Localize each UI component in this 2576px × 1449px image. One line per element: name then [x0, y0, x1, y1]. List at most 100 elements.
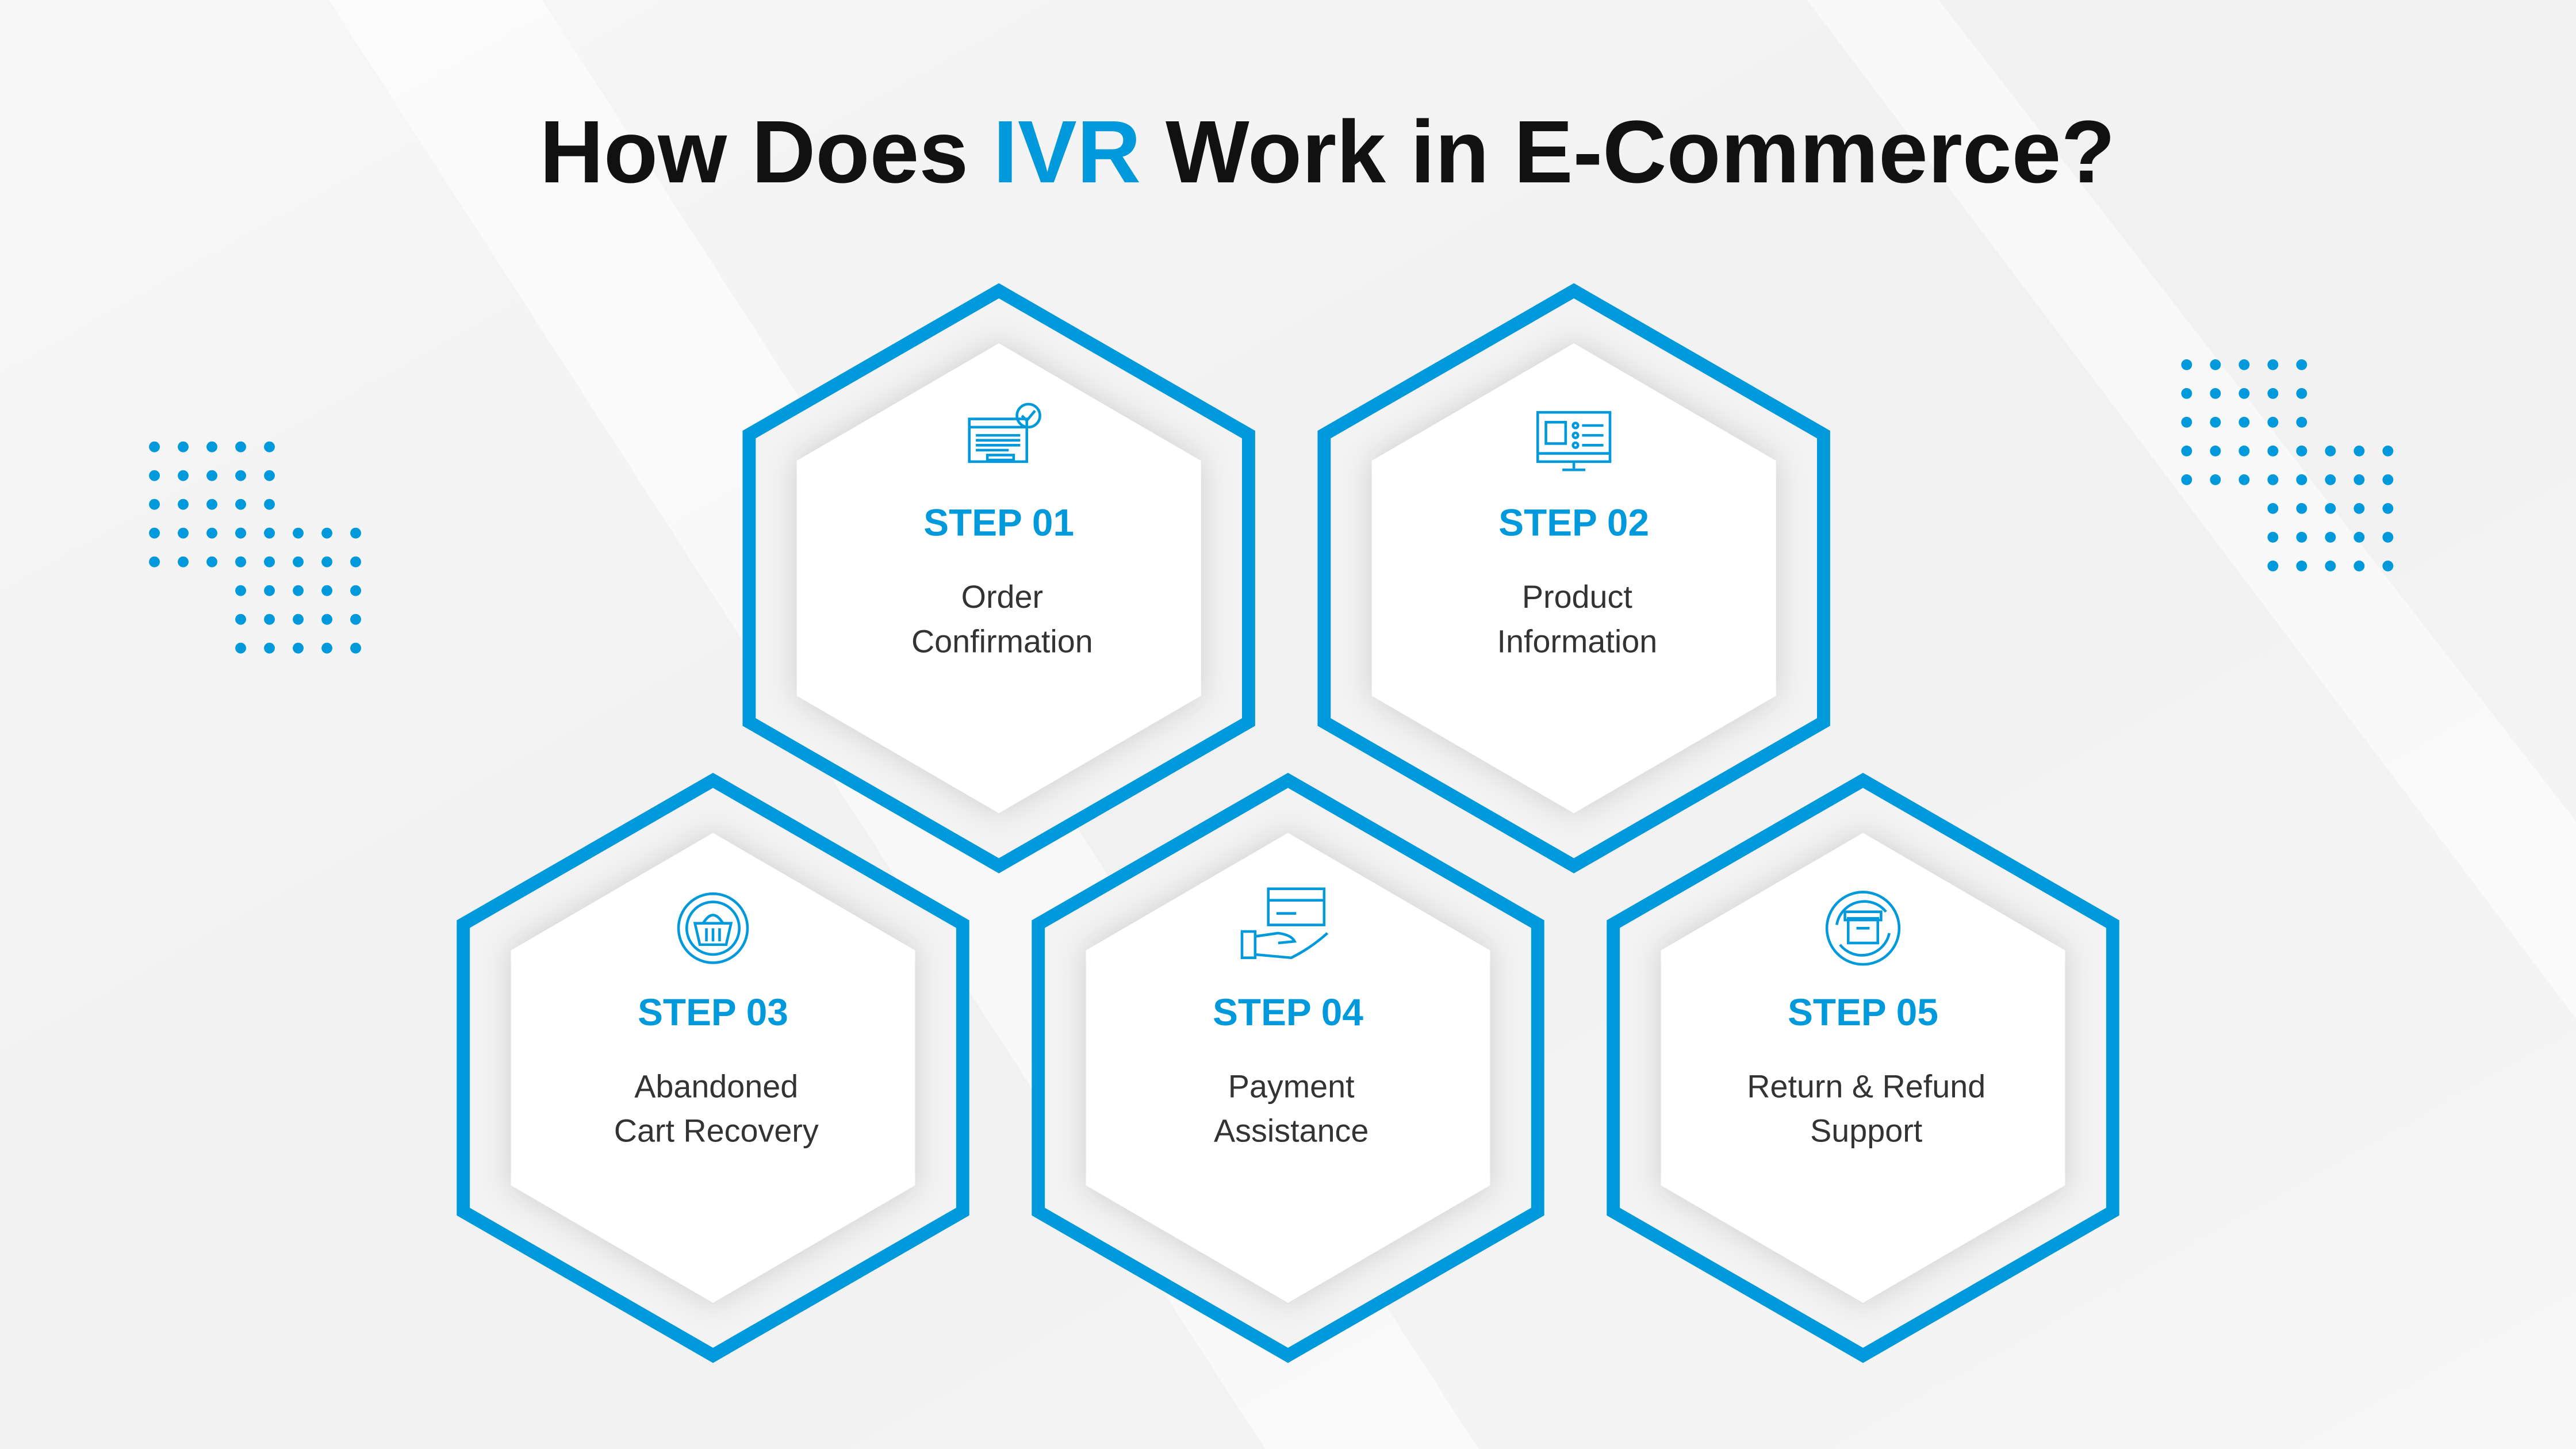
dot — [264, 441, 275, 453]
dot — [178, 441, 189, 453]
dot — [264, 527, 275, 539]
dot — [2353, 531, 2365, 543]
dot — [2353, 503, 2365, 514]
dot-pattern-left — [149, 441, 361, 654]
dot — [321, 527, 332, 539]
dot — [350, 642, 361, 654]
dot — [149, 556, 160, 568]
dot — [2267, 531, 2279, 543]
dot — [235, 556, 246, 568]
dot — [2353, 474, 2365, 485]
step-label: STEP 02 — [1498, 501, 1649, 543]
dot — [2382, 560, 2394, 572]
step-label: STEP 03 — [638, 991, 788, 1033]
dot — [2382, 474, 2394, 485]
dot — [2181, 359, 2192, 370]
return-box-icon — [1825, 891, 1901, 966]
dot — [2296, 416, 2307, 428]
dot — [264, 470, 275, 481]
dot — [2210, 445, 2221, 457]
dot — [293, 614, 304, 625]
dot — [321, 585, 332, 596]
dot — [2382, 445, 2394, 457]
dot — [264, 614, 275, 625]
dot — [2267, 359, 2279, 370]
hexagon-inner-panel — [1086, 833, 1490, 1303]
dot — [350, 585, 361, 596]
dot — [2382, 503, 2394, 514]
dot — [178, 556, 189, 568]
payment-hand-card-icon — [1240, 887, 1329, 960]
dot — [2353, 560, 2365, 572]
dot — [2210, 474, 2221, 485]
dot — [2238, 388, 2250, 399]
dot — [235, 499, 246, 510]
dot — [293, 585, 304, 596]
dot — [178, 527, 189, 539]
dot — [2296, 388, 2307, 399]
dot — [2267, 503, 2279, 514]
dot — [2296, 359, 2307, 370]
dot — [2325, 445, 2336, 457]
dot — [321, 556, 332, 568]
dot — [2181, 445, 2192, 457]
dot — [264, 499, 275, 510]
dot — [149, 470, 160, 481]
step-label: STEP 04 — [1213, 991, 1363, 1033]
dot — [2382, 531, 2394, 543]
dot — [2296, 445, 2307, 457]
dot — [206, 470, 217, 481]
dot — [2325, 560, 2336, 572]
dot — [2238, 359, 2250, 370]
dot — [235, 585, 246, 596]
page-title: How Does IVR Work in E-Commerce? — [539, 102, 2115, 201]
order-confirmation-icon — [968, 402, 1041, 463]
hexagon-inner-panel — [1371, 343, 1776, 814]
dot — [2267, 416, 2279, 428]
dot — [178, 499, 189, 510]
dot — [2296, 474, 2307, 485]
dot — [2296, 531, 2307, 543]
step-description-line1: Payment — [1228, 1069, 1355, 1105]
dot — [2267, 560, 2279, 572]
dot — [2181, 388, 2192, 399]
hexagon-inner-panel — [796, 343, 1201, 814]
dot — [2210, 416, 2221, 428]
dot — [2267, 445, 2279, 457]
dot — [235, 642, 246, 654]
dot — [2353, 445, 2365, 457]
dot — [2267, 474, 2279, 485]
dot — [149, 441, 160, 453]
dot — [2325, 503, 2336, 514]
dot — [206, 441, 217, 453]
dot — [2238, 416, 2250, 428]
step-description-line2: Information — [1497, 623, 1658, 659]
dot — [206, 556, 217, 568]
dot — [2238, 474, 2250, 485]
dot — [2181, 416, 2192, 428]
dot — [235, 614, 246, 625]
dot — [206, 527, 217, 539]
dot — [235, 527, 246, 539]
dot — [2238, 445, 2250, 457]
dot — [2181, 474, 2192, 485]
step-description-line2: Support — [1810, 1113, 1923, 1149]
step-label: STEP 01 — [923, 501, 1074, 543]
dot — [178, 470, 189, 481]
dot — [2210, 359, 2221, 370]
step-description-line2: Assistance — [1214, 1113, 1368, 1149]
dot — [293, 556, 304, 568]
dot — [2210, 388, 2221, 399]
dot — [264, 585, 275, 596]
dot — [235, 470, 246, 481]
dot — [206, 499, 217, 510]
product-monitor-icon — [1536, 411, 1612, 471]
step-description-line2: Cart Recovery — [614, 1113, 819, 1149]
dot — [264, 556, 275, 568]
